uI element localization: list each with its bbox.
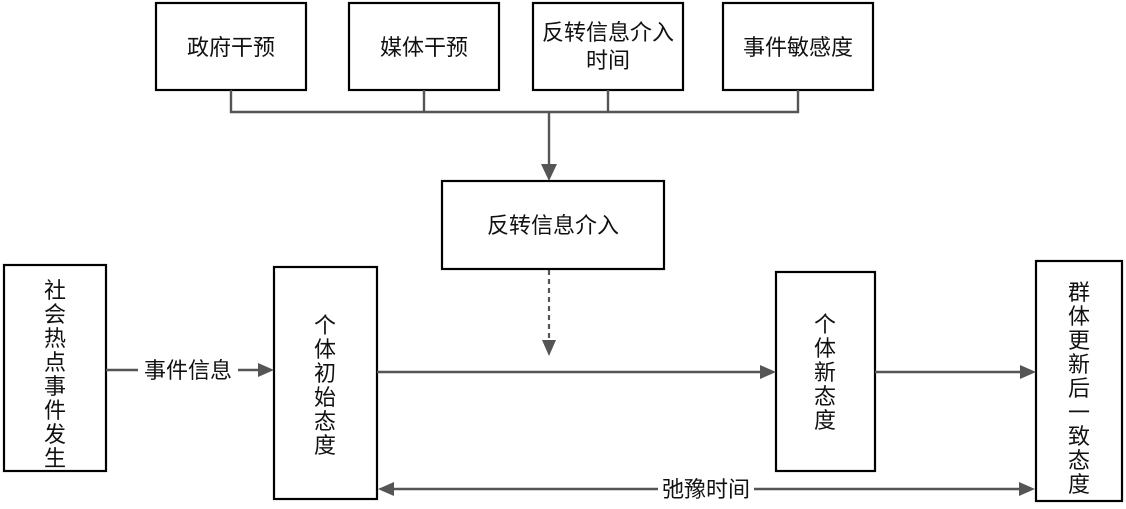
stage-label-char: 新 (1068, 353, 1090, 378)
stage-box-social (2, 263, 108, 473)
stage-label-char: 体 (814, 337, 836, 362)
stage-label-char: 件 (44, 399, 66, 424)
arrowhead-down-reverse (541, 164, 557, 181)
stage-label-char: 度 (314, 434, 336, 459)
factor-label-sensitivity: 事件敏感度 (743, 36, 853, 61)
stage-box-initial (272, 265, 379, 501)
stage-label-char: 态 (814, 385, 836, 410)
stage-label-char: 更 (1068, 329, 1090, 354)
factor-label-reverse-time: 反转信息介入时间 (542, 21, 674, 74)
factor-bus-line (229, 90, 800, 114)
stage-label-char: 点 (44, 351, 66, 376)
stage-label-char: 度 (814, 409, 836, 434)
factor-label-media: 媒体干预 (380, 36, 468, 61)
stage-label-char: 个 (814, 313, 836, 338)
factor-box-sensitivity (721, 1, 875, 92)
stage-label-char: 会 (44, 303, 66, 328)
factor-label-gov: 政府干预 (187, 36, 275, 61)
stage-label-char: 态 (314, 410, 336, 435)
factor-box-gov (154, 1, 308, 92)
event-info-label-bg (138, 355, 238, 385)
arrowhead-new-to-group (1020, 365, 1036, 379)
stage-box-group (1034, 259, 1124, 503)
factor-box-media (347, 1, 501, 92)
stage-label-group: 群体更新后一致态度 (1068, 281, 1090, 498)
arrowhead-initial-to-new (760, 365, 776, 379)
factor-label-reverse-time-line: 时间 (586, 49, 630, 74)
event-info-label: 事件信息 (144, 359, 232, 384)
stage-label-char: 热 (44, 327, 66, 352)
arrowhead-hesitation-left (378, 482, 394, 496)
stage-label-social: 社会热点事件发生 (44, 279, 66, 472)
stage-label-char: 初 (314, 362, 336, 387)
stage-label-char: 度 (1068, 473, 1090, 498)
stage-box-new (774, 270, 877, 473)
hesitation-label: 弛豫时间 (662, 478, 750, 503)
stage-label-char: 体 (314, 338, 336, 363)
stage-label-char: 生 (44, 447, 66, 472)
stage-label-char: 一 (1068, 401, 1090, 426)
stage-label-char: 后 (1068, 377, 1090, 402)
arrowhead-down-dashed (542, 340, 556, 356)
stage-label-char: 发 (44, 423, 66, 448)
stage-label-char: 始 (314, 386, 336, 411)
reverse-info-box (440, 179, 666, 271)
stage-label-initial: 个体初始态度 (314, 314, 336, 459)
stage-label-char: 社 (44, 279, 66, 304)
reverse-info-label: 反转信息介入 (487, 214, 619, 239)
arrowhead-event-info (258, 363, 274, 377)
hesitation-label-bg (658, 474, 754, 504)
stage-label-char: 新 (814, 361, 836, 386)
stage-label-new: 个体新态度 (814, 313, 836, 434)
stage-label-char: 体 (1068, 305, 1090, 330)
factor-label-reverse-time-line: 反转信息介入 (542, 21, 674, 46)
stage-label-char: 个 (314, 314, 336, 339)
stage-label-char: 致 (1068, 425, 1090, 450)
stage-label-char: 态 (1068, 449, 1090, 474)
arrowhead-hesitation-right (1019, 482, 1035, 496)
stage-label-char: 群 (1068, 281, 1090, 306)
stage-label-char: 事 (44, 375, 66, 400)
factor-box-reverse-time (531, 1, 685, 92)
